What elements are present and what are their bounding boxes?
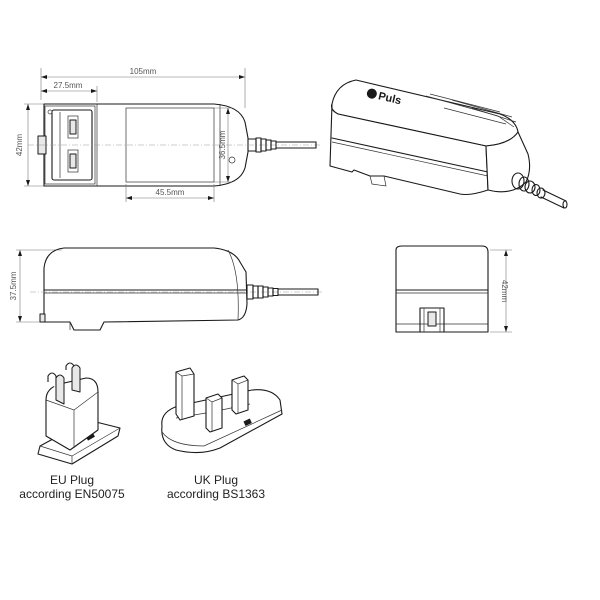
housing-side-outline [43,247,248,331]
brand-name: Puls [377,90,402,107]
uk-plug-caption-line2: according BS1363 [167,487,265,501]
dim-label-width: 45.5mm [156,188,185,197]
side-view: 37.5mm [9,247,322,331]
dim-end-height: 42mm [500,280,509,303]
uk-plug-illustration [161,367,283,454]
label-area [125,107,215,183]
brand-logo-icon [366,88,377,99]
dim-height-front: 42mm [15,134,24,157]
uk-plug-caption-line1: UK Plug [194,473,238,487]
housing-end-outline [395,245,489,333]
dim-overall-width: 105mm [130,67,157,76]
eu-plug-caption-line1: EU Plug [50,473,94,487]
housing-top-outline [43,103,249,187]
iso-strain-relief [511,172,568,209]
screw-icon [228,156,236,164]
end-view: 42mm [395,245,512,333]
isometric-view: Puls [329,79,568,209]
eu-plug-caption-line2: according EN50075 [19,487,125,501]
top-view: 105mm 27.5mm 42mm 36.5mm 45.5mm [15,67,320,202]
dim-label-height: 36.5mm [218,130,227,159]
eu-plug-illustration [37,362,121,465]
dim-plug-offset: 27.5mm [54,81,83,90]
dim-side-height: 37.5mm [9,271,18,300]
end-plug-slot [419,307,445,333]
